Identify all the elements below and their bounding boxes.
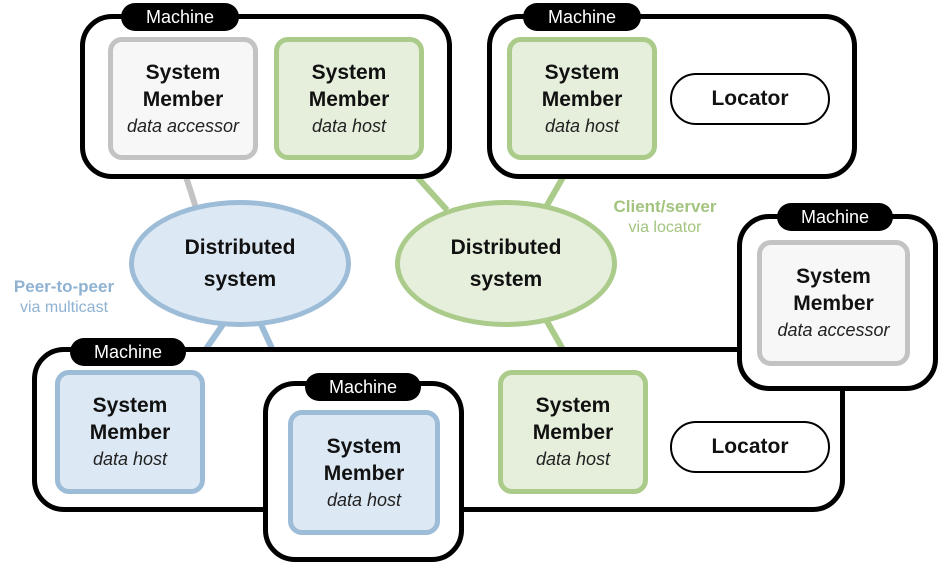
member-title-line1: System [326, 434, 402, 458]
locator-2: Locator [670, 421, 830, 473]
member-title-line1: System [535, 394, 611, 417]
member-title-line1: System [92, 394, 168, 417]
member-title-line2: Member [323, 461, 405, 485]
member-title-line2: Member [308, 87, 390, 111]
distributed-system-line1: Distributed [450, 235, 562, 259]
distributed-system-line2: system [203, 267, 277, 291]
member-title-line1: System [544, 60, 620, 84]
member-title-line1: System [145, 60, 221, 84]
member-role: data accessor [126, 115, 240, 136]
machine-label-5: Machine [305, 373, 421, 401]
client-server-label: Client/server via locator [598, 196, 732, 238]
member-title-line2: Member [142, 87, 224, 111]
distributed-system-line1: Distributed [184, 235, 296, 259]
member-role: data host [92, 449, 168, 469]
member-role: data host [535, 449, 611, 469]
peer-to-peer-label: Peer-to-peer via multicast [0, 276, 128, 318]
client-server-subtitle: via locator [628, 219, 702, 236]
system-member-data-accessor-2: System Member data accessor [757, 240, 910, 366]
member-title-line2: Member [532, 421, 614, 444]
machine-label-2: Machine [523, 3, 641, 31]
distributed-system-client-server: Distributed system [395, 200, 617, 327]
member-role: data accessor [777, 320, 890, 340]
machine-label-1: Machine [121, 3, 239, 31]
system-member-data-host-5: System Member data host [498, 370, 648, 494]
machine-label-3: Machine [70, 338, 186, 366]
peer-to-peer-subtitle: via multicast [19, 299, 109, 316]
member-title-line1: System [796, 265, 871, 288]
peer-to-peer-title: Peer-to-peer [13, 277, 115, 296]
member-title-line2: Member [541, 87, 623, 111]
distributed-system-line2: system [469, 267, 543, 291]
member-title-line1: System [311, 60, 387, 84]
system-member-data-host-4: System Member data host [55, 370, 205, 494]
system-member-data-host-2: System Member data host [507, 37, 657, 160]
member-role: data host [326, 489, 402, 510]
machine-label-4: Machine [777, 203, 893, 231]
system-member-data-host-3: System Member data host [288, 410, 440, 535]
system-member-data-accessor-1: System Member data accessor [108, 37, 258, 160]
member-title-line2: Member [793, 292, 874, 315]
client-server-title: Client/server [613, 197, 717, 216]
locator-1: Locator [670, 73, 830, 125]
system-member-data-host-1: System Member data host [274, 37, 424, 160]
member-title-line2: Member [89, 421, 171, 444]
member-role: data host [311, 115, 387, 136]
distributed-system-peer-to-peer: Distributed system [129, 200, 351, 327]
member-role: data host [544, 115, 620, 136]
